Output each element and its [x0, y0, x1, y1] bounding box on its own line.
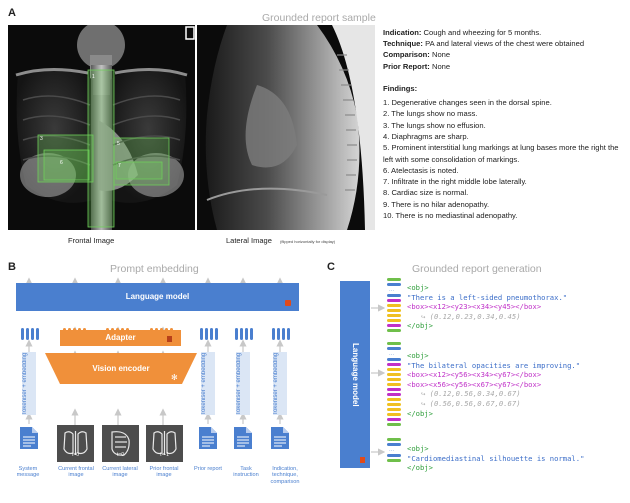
grounded-output-group-3: <obj> "Cardiomediastinal silhouette is n…: [407, 444, 629, 473]
frozen-snowflake-icon: ✻: [171, 373, 178, 382]
box-tokens: <box><x12><y56><x34><y67></box>: [407, 370, 542, 380]
language-model-block-vertical: Language model: [340, 281, 370, 468]
finding-item: 9. There is no hilar adenopathy.: [383, 199, 490, 209]
trainable-flame-icon: [360, 457, 365, 463]
lateral-image-caption: Lateral Image: [226, 236, 272, 245]
box-label: 5: [117, 141, 120, 147]
report-text: Indication: Cough and wheezing for 5 mon…: [383, 27, 626, 221]
panel-b-letter: B: [8, 261, 16, 273]
obj-open-tag: <obj>: [407, 444, 429, 453]
finding-item: 6. Atelectasis is noted.: [383, 165, 459, 175]
tokeniser-box-indication: Tokeniser + embedding: [273, 352, 287, 415]
output-token-stack: ··· ··· ···: [371, 278, 401, 462]
time-label: t=-1: [160, 452, 169, 458]
input-caption: Current lateral image: [102, 466, 138, 479]
vision-encoder-block: Vision encoder ✻: [45, 353, 197, 384]
obj-open-tag: <obj>: [407, 283, 429, 292]
finding-item: 4. Diaphragms are sharp.: [383, 131, 469, 141]
finding-item: 3. The lungs show no effusion.: [383, 120, 486, 130]
time-label: t=0: [116, 452, 125, 458]
time-label: t=0: [71, 452, 80, 458]
finding-item: 7. Infiltrate in the right middle lobe l…: [383, 177, 527, 187]
box-label: 3: [40, 136, 43, 142]
document-icon: [19, 426, 39, 450]
obj-close-tag: </obj>: [407, 321, 433, 331]
lateral-flip-note: (flipped horizontally for display): [280, 239, 336, 244]
lateral-xray-image: [197, 25, 375, 230]
obj-open-tag: <obj>: [407, 351, 429, 360]
input-caption: Current frontal image: [58, 466, 94, 479]
document-icon: [270, 426, 290, 450]
language-model-label: Language model: [351, 342, 360, 407]
box-coordinates: ↪ (0.12,0.56,0.34,0.67): [421, 389, 521, 399]
current-frontal-thumbnail: t=0: [57, 425, 94, 462]
adapter-flame-icon: [167, 336, 172, 342]
document-icon: [198, 426, 218, 450]
box-label: 1: [92, 74, 95, 80]
box-label: 7: [118, 163, 121, 169]
finding-item: 10. There is no mediastinal adenopathy.: [383, 210, 518, 220]
finding-sentence: "The bilateral opacities are improving.": [407, 360, 581, 370]
adapter-block: Adapter: [60, 330, 181, 346]
finding-item: 1. Degenerative changes seen in the dors…: [383, 98, 552, 108]
box-label: 6: [60, 160, 63, 166]
tokeniser-box-prior-report: Tokeniser + embedding: [201, 352, 215, 415]
language-model-block: Language model: [16, 283, 299, 311]
input-caption: Prior report: [194, 466, 222, 472]
current-lateral-thumbnail: t=0: [102, 425, 139, 462]
indication-line: Indication: Cough and wheezing for 5 mon…: [383, 28, 542, 37]
panel-b-title: Prompt embedding: [110, 263, 199, 275]
panel-c-title: Grounded report generation: [412, 263, 542, 275]
frontal-xray-image: 1 3 6 5 7: [8, 25, 195, 230]
tokeniser-box-task: Tokeniser + embedding: [236, 352, 250, 415]
prior-frontal-thumbnail: t=-1: [146, 425, 183, 462]
comparison-line: Comparison: None: [383, 50, 451, 60]
vision-encoder-label: Vision encoder: [92, 364, 150, 373]
input-caption: Prior frontal image: [149, 466, 179, 479]
tokeniser-box-system: Tokeniser + embedding: [22, 352, 36, 415]
frontal-image-caption: Frontal Image: [68, 236, 115, 245]
finding-item: 8. Cardiac size is normal.: [383, 188, 469, 198]
finding-item: 2. The lungs show no mass.: [383, 109, 478, 119]
obj-close-tag: </obj>: [407, 408, 433, 418]
svg-text:···: ···: [389, 288, 394, 294]
prior-report-line: Prior Report: None: [383, 61, 451, 71]
grounded-output-group-1: <obj> "There is a left-sided pneumothora…: [407, 283, 629, 331]
svg-text:···: ···: [389, 352, 394, 358]
panel-c-letter: C: [327, 261, 335, 273]
findings-heading: Findings:: [383, 83, 418, 93]
input-caption: System message: [16, 466, 40, 479]
box-tokens: <box><x56><y56><x67><y67></box>: [407, 379, 542, 389]
box-coordinates: ↪ (0.56,0.56,0.67,0.67): [421, 398, 521, 408]
panel-a-letter: A: [8, 7, 16, 19]
obj-close-tag: </obj>: [407, 463, 433, 473]
input-caption: Indication, technique, comparison: [270, 466, 300, 485]
trainable-flame-icon: [285, 300, 291, 306]
grounded-output-group-2: <obj> "The bilateral opacities are impro…: [407, 351, 629, 418]
box-coordinates: ↪ (0.12,0.23,0.34,0.45): [421, 311, 521, 321]
input-caption: Task instruction: [233, 466, 259, 479]
technique-line: Technique: PA and lateral views of the c…: [383, 39, 585, 49]
svg-text:···: ···: [389, 448, 394, 454]
finding-sentence: "Cardiomediastinal silhouette is normal.…: [407, 453, 585, 463]
finding-sentence: "There is a left-sided pneumothorax.": [407, 292, 568, 302]
document-icon: [233, 426, 253, 450]
panel-a-title: Grounded report sample: [262, 12, 376, 24]
finding-item: 5. Prominent interstitial lung markings …: [383, 143, 619, 164]
box-tokens: <box><x12><y23><x34><y45></box>: [407, 302, 542, 312]
